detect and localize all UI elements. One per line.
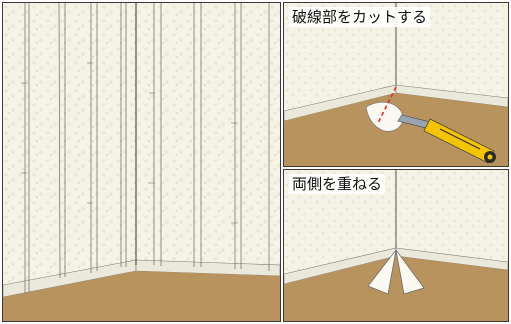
cut-step-panel: 破線部をカットする (283, 2, 509, 167)
right-wall (136, 3, 280, 271)
flap-left (367, 249, 397, 295)
seam-marks (21, 62, 237, 224)
wall-right (396, 170, 508, 262)
wall-left (284, 170, 396, 274)
baseboard-right (395, 84, 508, 108)
baseboard-right (395, 247, 508, 271)
room-corner-drawing (3, 3, 280, 321)
flap-right (395, 249, 425, 295)
floor (284, 256, 508, 321)
utility-knife-icon (397, 114, 496, 164)
cut-step-caption: 破線部をカットする (289, 7, 431, 27)
baseboard-right (135, 259, 280, 277)
wallpaper-seams (24, 3, 270, 293)
left-wall (3, 3, 136, 291)
overlap-step-panel: 両側を重ねる (283, 169, 509, 322)
floor (3, 271, 280, 321)
overlap-step-caption: 両側を重ねる (289, 174, 386, 194)
wallpaper-flap (365, 101, 404, 132)
room-corner-panel (2, 2, 281, 322)
wall-left (284, 3, 396, 111)
cut-step-drawing (284, 3, 508, 166)
overlap-step-drawing (284, 170, 508, 321)
